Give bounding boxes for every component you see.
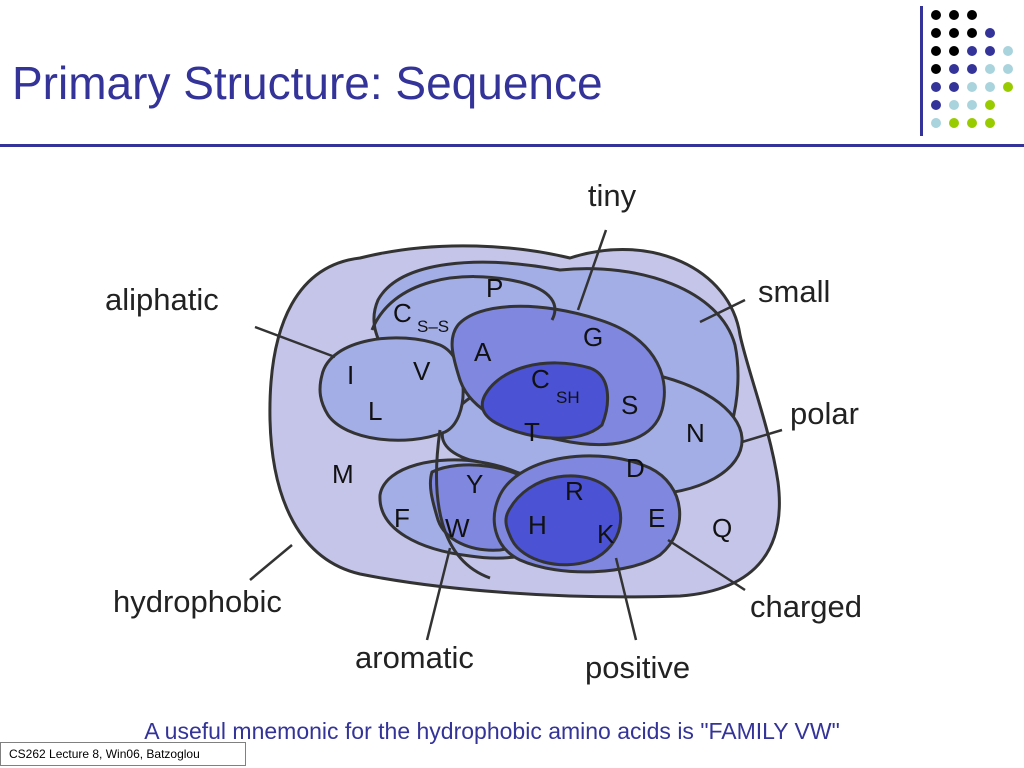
vertical-divider [920, 6, 923, 136]
mnemonic-caption: A useful mnemonic for the hydrophobic am… [144, 718, 840, 744]
aa-C-sh-subscript: SH [556, 388, 580, 407]
aa-V: V [413, 356, 431, 386]
aa-H: H [528, 510, 547, 540]
aa-K: K [597, 519, 615, 549]
hydrophobic-boundary [435, 429, 491, 580]
positive-set-region [504, 474, 623, 567]
amino-acid-venn-diagram: tiny small aliphatic polar hydrophobic c… [105, 178, 862, 685]
slide-footer: CS262 Lecture 8, Win06, Batzoglou [0, 742, 246, 766]
label-polar: polar [790, 396, 859, 431]
label-charged: charged [750, 589, 862, 624]
label-positive: positive [585, 650, 690, 685]
label-hydrophobic: hydrophobic [113, 584, 282, 619]
aliphatic-set-region [318, 336, 465, 442]
aa-L: L [368, 396, 382, 426]
csh-region [480, 361, 610, 440]
label-small: small [758, 274, 830, 309]
aa-G: G [583, 322, 603, 352]
aa-F: F [394, 503, 410, 533]
aa-Q: Q [712, 513, 732, 543]
aa-C-ss-subscript: S–S [417, 317, 449, 336]
aa-S: S [621, 390, 638, 420]
slide-title: Primary Structure: Sequence [12, 57, 603, 109]
aa-M: M [332, 459, 354, 489]
aa-I: I [347, 360, 354, 390]
aa-N: N [686, 418, 705, 448]
css-loop [370, 275, 557, 331]
decorative-dot-grid [931, 10, 1013, 128]
aa-R: R [565, 476, 584, 506]
aa-E: E [648, 503, 665, 533]
aa-P: P [486, 273, 503, 303]
label-aromatic: aromatic [355, 640, 474, 675]
aa-C-sh: C [531, 364, 550, 394]
title-divider [0, 144, 1024, 147]
aa-T: T [524, 417, 540, 447]
aa-W: W [445, 513, 470, 543]
aa-C-ss: C [393, 298, 412, 328]
label-aliphatic: aliphatic [105, 282, 219, 317]
aa-D: D [626, 453, 645, 483]
label-tiny: tiny [588, 178, 637, 213]
aa-A: A [474, 337, 492, 367]
aa-Y: Y [466, 469, 483, 499]
